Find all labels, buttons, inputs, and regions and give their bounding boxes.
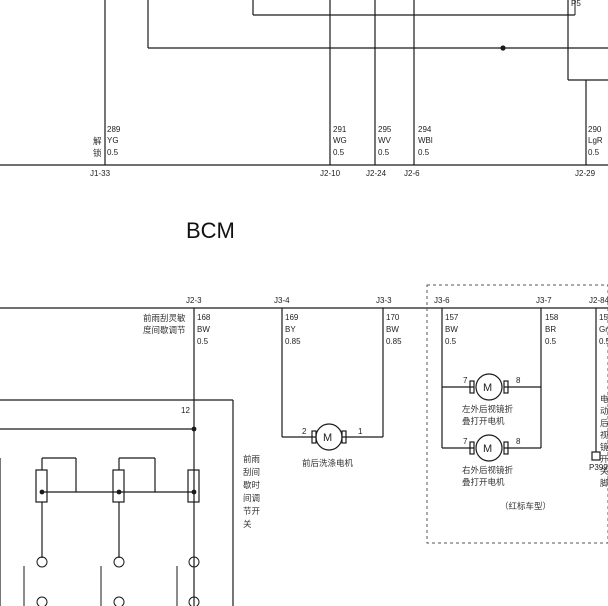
- wire-291-color: WG: [333, 136, 347, 145]
- wire-290-color: LgR: [588, 136, 603, 145]
- bottom-section: J2-3 J3-4 J3-3 J3-6 J3-7 J2-84 168 BW 0.…: [0, 284, 608, 606]
- wire-295-color: WV: [378, 136, 392, 145]
- svg-text:关: 关: [243, 519, 252, 530]
- svg-text:视: 视: [600, 430, 608, 441]
- wire-290-id: 290: [588, 125, 602, 134]
- wire-289-label-2: 锁: [93, 148, 102, 159]
- svg-text:前雨: 前雨: [243, 454, 261, 465]
- svg-text:脚: 脚: [600, 478, 608, 489]
- wire-289-size: 0.5: [107, 148, 119, 157]
- junction-dot: [500, 45, 506, 51]
- mirror-motor-2-label-2: 叠打开电机: [462, 477, 505, 488]
- wire-158-color: BR: [545, 325, 556, 334]
- wire-170-id: 170: [386, 313, 400, 322]
- wire-289-color: YG: [107, 136, 119, 145]
- svg-text:开: 开: [600, 455, 608, 465]
- pin-j2-10: J2-10: [320, 169, 341, 178]
- wire-169-color: BY: [285, 325, 296, 334]
- mirror-motor-1-icon: M: [469, 373, 509, 401]
- wire-289-label-1: 解: [93, 136, 102, 147]
- wire-169-size: 0.85: [285, 337, 301, 346]
- mirror-motor-1-pin-left: 7: [463, 376, 468, 385]
- p399-label: P399: [589, 463, 608, 472]
- svg-text:后: 后: [600, 418, 608, 429]
- pin-j3-7: J3-7: [536, 296, 552, 305]
- top-section: P5 289 YG 0.5 解 锁 J1-33 291 WG 0.5 J2-10…: [0, 0, 608, 178]
- svg-text:刮间: 刮间: [243, 467, 260, 478]
- pin-j1-33: J1-33: [90, 169, 111, 178]
- wire-291-size: 0.5: [333, 148, 345, 157]
- wire-294-color: WBl: [418, 136, 433, 145]
- pin-j3-6: J3-6: [434, 296, 450, 305]
- svg-text:M: M: [323, 432, 332, 444]
- wire-169-id: 169: [285, 313, 299, 322]
- wire-158-id: 158: [545, 313, 559, 322]
- svg-text:歇时: 歇时: [243, 480, 261, 491]
- pin-j2-24: J2-24: [366, 169, 387, 178]
- pin-j2-6: J2-6: [404, 169, 420, 178]
- washer-motor-pin-right: 1: [358, 427, 363, 436]
- mirror-motor-2-pin-right: 8: [516, 437, 521, 446]
- wire-157-size: 0.5: [445, 337, 457, 346]
- wire-168-size: 0.5: [197, 337, 209, 346]
- svg-text:M: M: [483, 443, 492, 455]
- wire-15-id: 15: [599, 313, 608, 322]
- wire-168-color: BW: [197, 325, 210, 334]
- svg-text:动: 动: [600, 406, 608, 417]
- p399-connector: [591, 451, 601, 461]
- switch-label: 前雨 刮间 歇时 间调 节开 关: [243, 454, 261, 530]
- svg-text:电: 电: [600, 394, 608, 405]
- wire-290-size: 0.5: [588, 148, 600, 157]
- washer-motor-icon: M: [311, 423, 347, 451]
- mirror-motor-2-label-1: 右外后视镜折: [462, 465, 514, 476]
- wire-295-size: 0.5: [378, 148, 390, 157]
- wire-157-color: BW: [445, 325, 458, 334]
- mirror-motor-1-pin-right: 8: [516, 376, 521, 385]
- svg-text:镜: 镜: [600, 442, 608, 453]
- switch-pin-12: 12: [181, 406, 190, 415]
- washer-motor-pin-left: 2: [302, 427, 307, 436]
- wire-170-size: 0.85: [386, 337, 402, 346]
- variant-box: [426, 284, 608, 544]
- wire-168-id: 168: [197, 313, 211, 322]
- svg-text:关: 关: [600, 466, 608, 477]
- mirror-motor-1-label-2: 叠打开电机: [462, 416, 505, 427]
- wire-158-size: 0.5: [545, 337, 557, 346]
- wire-168-label-1: 前雨刮灵敏: [143, 313, 186, 324]
- pin-j3-3: J3-3: [376, 296, 392, 305]
- svg-text:M: M: [483, 382, 492, 394]
- mirror-motor-2-icon: M: [469, 434, 509, 462]
- svg-text:间调: 间调: [243, 494, 260, 504]
- pin-j2-3: J2-3: [186, 296, 202, 305]
- variant-note: （红标车型）: [500, 501, 551, 512]
- right-edge-label: 电 动 后 视 镜 开 关 脚: [600, 394, 608, 489]
- wire-170-color: BW: [386, 325, 399, 334]
- wire-15-color: Gr: [599, 325, 608, 334]
- wire-15-size: 0.5: [599, 337, 608, 346]
- svg-text:节开: 节开: [243, 507, 261, 517]
- wire-168-label-2: 度间歇调节: [143, 325, 186, 336]
- wire-291-id: 291: [333, 125, 347, 134]
- pin-j2-29: J2-29: [575, 169, 596, 178]
- wire-294-size: 0.5: [418, 148, 430, 157]
- pin-j3-4: J3-4: [274, 296, 290, 305]
- wire-294-id: 294: [418, 125, 432, 134]
- wire-289-id: 289: [107, 125, 121, 134]
- module-title: BCM: [186, 218, 235, 243]
- pin-j2-84: J2-84: [589, 296, 608, 305]
- wire-295-id: 295: [378, 125, 392, 134]
- washer-motor-label: 前后洗涤电机: [302, 458, 354, 469]
- top-right-partial-label: P5: [571, 0, 581, 8]
- mirror-motor-1-label-1: 左外后视镜折: [462, 404, 514, 415]
- wire-157-id: 157: [445, 313, 459, 322]
- mirror-motor-2-pin-left: 7: [463, 437, 468, 446]
